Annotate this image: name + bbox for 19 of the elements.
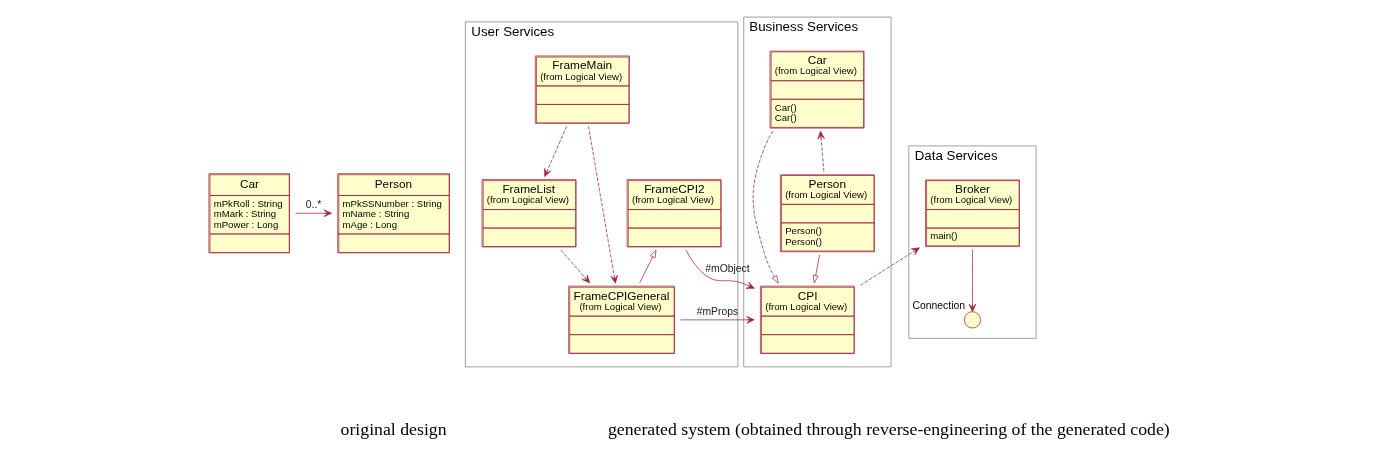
label: generated system (obtained through reverse-engineering of the generated code) <box>607 419 1170 440</box>
arrow <box>543 125 567 177</box>
node-label: Connection <box>912 299 965 311</box>
arrow <box>294 209 332 217</box>
edge-label: 0..* <box>305 199 321 211</box>
arrow <box>816 131 825 172</box>
arrow <box>685 249 755 289</box>
arrow <box>587 126 618 284</box>
arrow <box>638 249 656 284</box>
node-circle <box>963 311 981 329</box>
arrow <box>968 249 976 312</box>
arrow <box>859 247 920 286</box>
arrow <box>679 316 755 324</box>
arrow <box>752 130 779 284</box>
edge-label: #mProps <box>696 305 738 317</box>
arrow <box>560 249 590 284</box>
edge-label: #mObject <box>704 263 750 275</box>
label: original design <box>340 419 447 440</box>
arrow <box>812 254 820 284</box>
